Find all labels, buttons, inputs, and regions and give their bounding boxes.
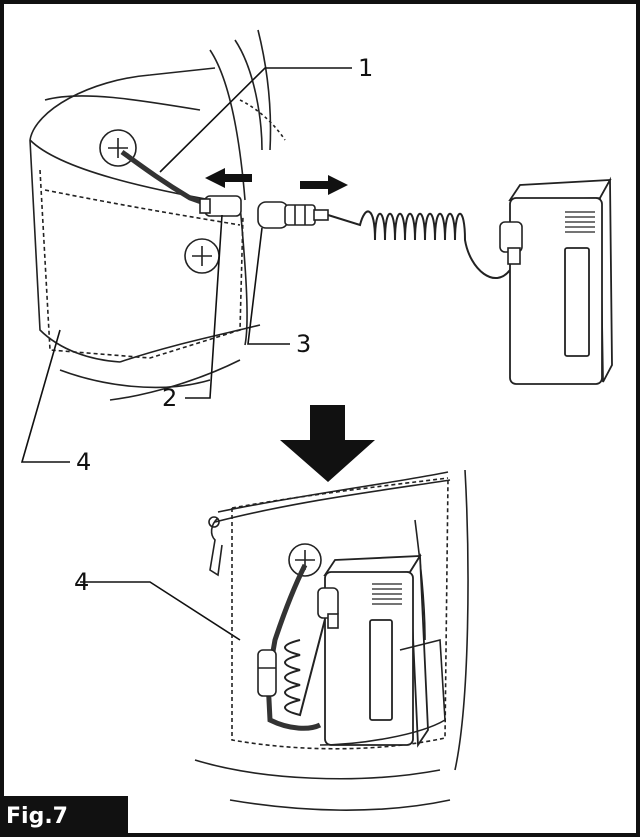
jacket-top (29, 29, 286, 401)
battery-connector (257, 201, 329, 229)
jacket-connector (199, 195, 242, 217)
bottom-battery-plug (317, 587, 339, 629)
callout-1: 1 (358, 54, 373, 82)
battery-plug (499, 221, 523, 265)
callout-4-top: 4 (76, 448, 91, 476)
down-arrow (280, 405, 375, 482)
callout-4-bottom: 4 (74, 568, 89, 596)
callout-2: 2 (162, 384, 177, 412)
battery-pack (508, 176, 613, 385)
push-arrows (205, 168, 348, 195)
button-upper (99, 129, 137, 167)
bottom-coiled-cable (284, 599, 331, 717)
callout-leaders (20, 67, 352, 641)
button-bottom (288, 543, 322, 577)
jacket-bottom (194, 469, 469, 811)
bottom-cable (265, 563, 322, 731)
jacket-cable (120, 149, 211, 208)
callout-3: 3 (296, 330, 311, 358)
bottom-battery (323, 553, 429, 748)
figure-label: Fig.7 (0, 796, 128, 837)
pocket-edge (319, 638, 446, 746)
button-lower (184, 238, 220, 274)
bottom-connector (257, 649, 277, 697)
coiled-cable (327, 210, 516, 280)
